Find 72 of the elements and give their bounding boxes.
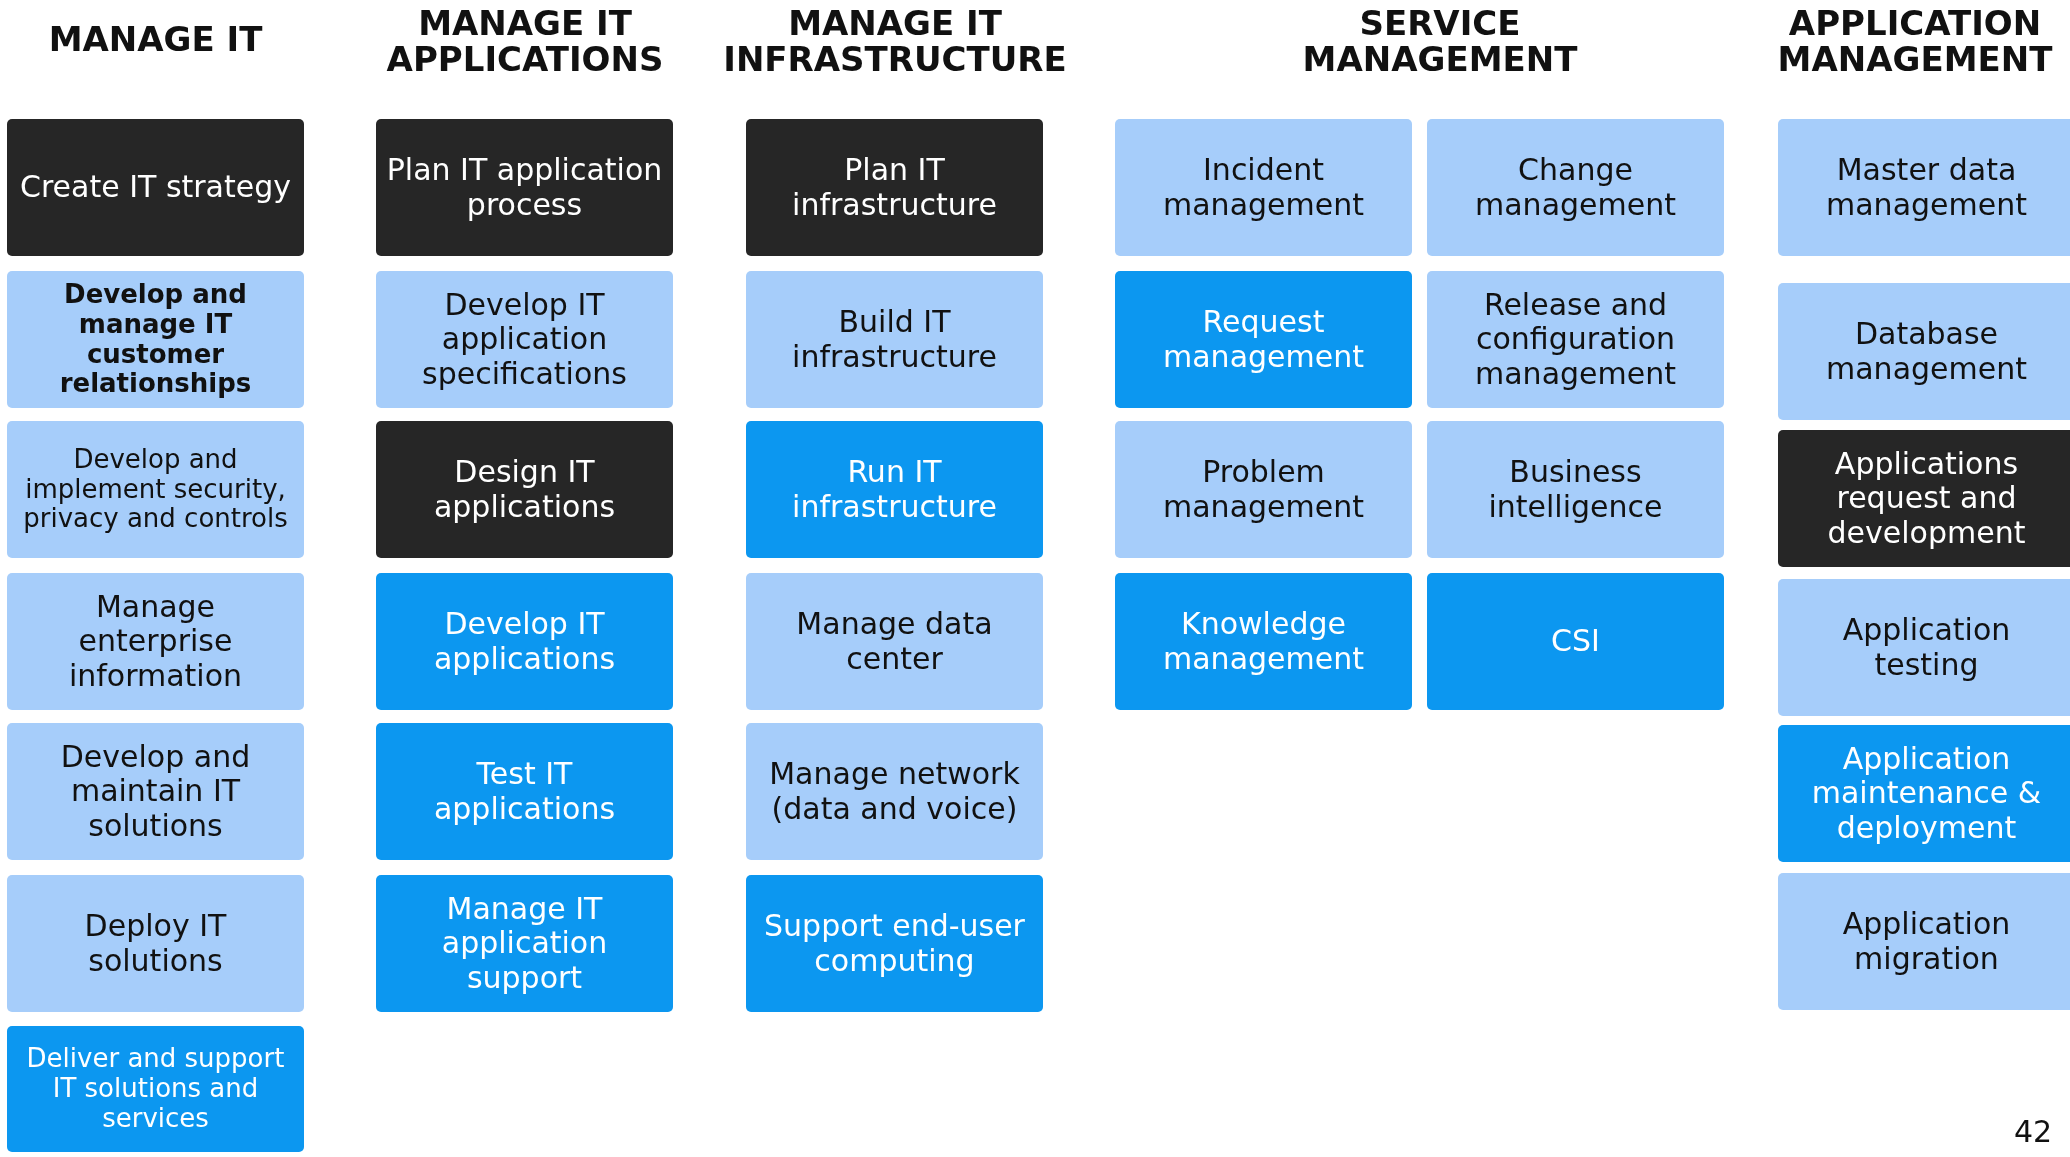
process-card [7,119,304,256]
process-card [376,421,673,558]
process-card [1115,271,1412,408]
process-card [1115,573,1412,710]
card-label: Application migration [1841,907,2012,976]
card-label: Business intelligence [1487,455,1664,524]
card-label: Develop IT applications [432,607,617,676]
column-heading: SERVICE MANAGEMENT [1301,6,1579,78]
process-card [746,573,1043,710]
process-card [1427,573,1724,710]
process-card [1778,725,2070,862]
card-label: Develop and implement security, privacy and controls [22,444,289,535]
card-label: Change management [1474,153,1677,222]
process-card [1427,119,1724,256]
process-card [1778,873,2070,1010]
card-label: Database management [1825,317,2028,386]
card-label: Release and configuration management [1474,287,1677,392]
process-card [746,421,1043,558]
process-card [7,875,304,1012]
column-heading: MANAGE IT INFRASTRUCTURE [722,6,1068,78]
card-label: Support end-user computing [763,909,1026,978]
card-label: Knowledge management [1162,607,1365,676]
process-card [7,421,304,558]
card-label: Problem management [1162,455,1365,524]
card-label: Deploy IT solutions [83,909,228,978]
card-label: Incident management [1162,153,1365,222]
page-number: 42 [2012,1116,2054,1148]
process-card [1778,283,2070,420]
card-label: Plan IT infrastructure [791,153,998,222]
process-card [376,723,673,860]
process-card [7,271,304,408]
card-label: Develop IT application specifications [421,287,628,392]
process-card [746,723,1043,860]
process-card [1778,579,2070,716]
process-card [376,573,673,710]
process-card [1427,271,1724,408]
column-heading: APPLICATION MANAGEMENT [1776,6,2054,78]
card-label: Run IT infrastructure [791,455,998,524]
process-card [376,271,673,408]
card-label: Manage network (data and voice) [768,757,1021,826]
card-label: Build IT infrastructure [791,305,998,374]
process-card [746,271,1043,408]
process-card [746,119,1043,256]
process-card [1778,430,2070,567]
card-label: Develop and maintain IT solutions [59,739,252,844]
process-card [1115,119,1412,256]
card-label: Request management [1162,305,1365,374]
process-card [1778,119,2070,256]
process-card [746,875,1043,1012]
card-label: Create IT strategy [19,170,292,205]
process-card [1115,421,1412,558]
process-card [7,1026,304,1152]
card-label: Plan IT application process [385,153,664,222]
process-card [1427,421,1724,558]
card-label: Manage enterprise information [67,589,244,694]
card-label: Manage data center [795,607,994,676]
card-label: Applications request and development [1826,446,2027,551]
column-heading: MANAGE IT APPLICATIONS [385,6,665,78]
card-label: Master data management [1825,153,2028,222]
card-label: Develop and manage IT customer relationships [58,279,253,400]
column-heading: MANAGE IT [47,22,264,58]
card-label: Manage IT application support [440,891,609,996]
card-label: Design IT applications [432,455,617,524]
process-card [7,723,304,860]
process-card [7,573,304,710]
card-label: Deliver and support IT solutions and services [25,1044,286,1134]
process-card [376,119,673,256]
card-label: Test IT applications [432,757,617,826]
card-label: Application maintenance & deployment [1810,741,2043,846]
card-label: CSI [1551,624,1600,659]
card-label: Application testing [1841,613,2012,682]
process-card [376,875,673,1012]
